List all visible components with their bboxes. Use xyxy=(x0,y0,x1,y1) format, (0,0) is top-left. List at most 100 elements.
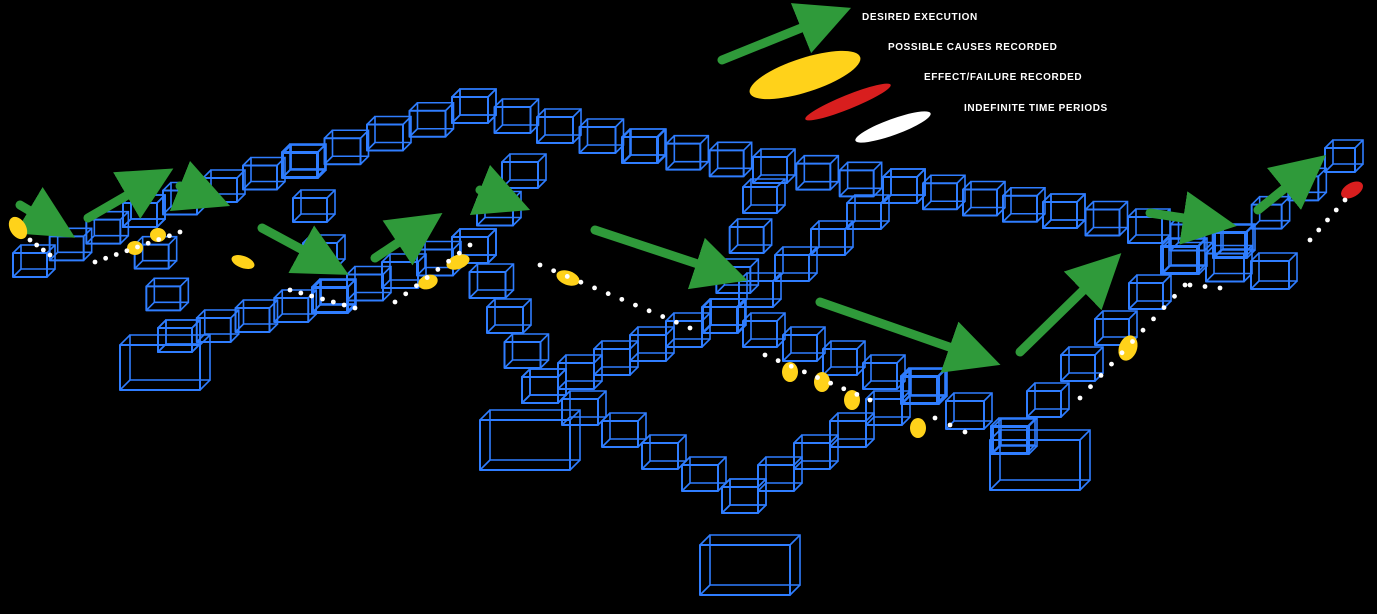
indefinite-time-dot xyxy=(414,283,419,288)
lattice-box xyxy=(666,136,708,170)
execution-paths xyxy=(5,172,1366,438)
lattice-box xyxy=(293,190,335,222)
lattice-box xyxy=(1129,275,1171,309)
lattice-box xyxy=(700,535,800,595)
legend-desired-execution-arrow xyxy=(722,18,826,60)
indefinite-time-dot xyxy=(868,398,873,403)
wireframe-lattice xyxy=(13,89,1363,595)
lattice-box xyxy=(502,154,546,188)
indefinite-time-dot xyxy=(854,392,859,397)
lattice-box xyxy=(863,355,905,389)
lattice-box xyxy=(522,369,566,403)
indefinite-time-dot xyxy=(789,364,794,369)
lattice-box xyxy=(123,195,165,227)
desired-execution-arrow xyxy=(1020,272,1102,352)
indefinite-time-dot xyxy=(1109,362,1114,367)
indefinite-time-dot xyxy=(403,291,408,296)
legend-desired-execution-label: DESIRED EXECUTION xyxy=(862,12,978,23)
lattice-box xyxy=(158,320,200,352)
indefinite-time-dot xyxy=(393,300,398,305)
possible-cause-blob xyxy=(230,252,257,271)
lattice-box xyxy=(630,327,674,361)
lattice-box xyxy=(487,299,531,333)
desired-execution-arrow xyxy=(180,186,205,196)
possible-cause-blob xyxy=(5,214,31,243)
indefinite-time-dot xyxy=(288,288,293,293)
lattice-box xyxy=(1086,202,1128,236)
indefinite-time-dot xyxy=(660,314,665,319)
indefinite-time-dot xyxy=(1343,198,1348,203)
indefinite-time-dot xyxy=(647,308,652,313)
lattice-box xyxy=(722,479,766,513)
lattice-box xyxy=(325,130,369,164)
indefinite-time-dot xyxy=(41,248,46,253)
lattice-box xyxy=(452,89,496,123)
lattice-box xyxy=(743,179,785,213)
lattice-box xyxy=(123,195,165,227)
indefinite-time-dot xyxy=(948,423,953,428)
lattice-box xyxy=(158,320,200,352)
lattice-box xyxy=(722,479,766,513)
lattice-box xyxy=(197,310,239,342)
indefinite-time-dot xyxy=(103,256,108,261)
legend-indefinite-time-swatch xyxy=(853,106,934,148)
lattice-box xyxy=(796,156,838,190)
lattice-box xyxy=(682,457,726,491)
lattice-box xyxy=(794,435,838,469)
lattice-box xyxy=(1003,188,1045,222)
desired-execution-arrow xyxy=(595,230,722,272)
indefinite-time-dot xyxy=(1141,328,1146,333)
indefinite-time-dot xyxy=(28,238,33,243)
lattice-box xyxy=(1061,347,1103,381)
lattice-box xyxy=(522,369,566,403)
indefinite-time-dot xyxy=(1203,284,1208,289)
indefinite-time-dot xyxy=(48,253,53,258)
indefinite-time-dot xyxy=(146,241,151,246)
indefinite-time-dot xyxy=(1316,228,1321,233)
indefinite-time-dot xyxy=(1162,305,1167,310)
indefinite-time-dot xyxy=(606,291,611,296)
lattice-box xyxy=(963,182,1005,216)
indefinite-time-dot xyxy=(688,326,693,331)
lattice-box xyxy=(602,413,646,447)
indefinite-time-dot xyxy=(619,297,624,302)
indefinite-time-dot xyxy=(468,243,473,248)
lattice-box xyxy=(236,300,278,332)
legend: DESIRED EXECUTION POSSIBLE CAUSES RECORD… xyxy=(722,12,1108,148)
lattice-box xyxy=(146,278,188,310)
indefinite-time-dot xyxy=(114,252,119,257)
lattice-box xyxy=(347,267,391,301)
indefinite-time-dot xyxy=(156,237,161,242)
indefinite-time-dot xyxy=(551,268,556,273)
indefinite-time-dot xyxy=(353,306,358,311)
lattice-box xyxy=(923,175,965,209)
indefinite-time-dot xyxy=(1218,286,1223,291)
lattice-box xyxy=(452,89,496,123)
lattice-box xyxy=(710,142,752,176)
lattice-box xyxy=(783,327,825,361)
desired-execution-arrow xyxy=(1150,213,1210,222)
indefinite-time-dot xyxy=(565,274,570,279)
indefinite-time-dot xyxy=(841,386,846,391)
indefinite-time-dot xyxy=(124,248,129,253)
indefinite-time-dot xyxy=(1188,283,1193,288)
indefinite-time-dot xyxy=(1078,396,1083,401)
lattice-box xyxy=(537,109,581,143)
indefinite-time-dot xyxy=(446,259,451,264)
indefinite-time-dot xyxy=(435,267,440,272)
legend-possible-causes-label: POSSIBLE CAUSES RECORDED xyxy=(888,42,1057,53)
lattice-box xyxy=(946,393,992,429)
indefinite-time-dot xyxy=(320,297,325,302)
indefinite-time-dot xyxy=(1099,373,1104,378)
indefinite-time-dot xyxy=(342,303,347,308)
lattice-box xyxy=(830,413,874,447)
indefinite-time-dot xyxy=(1130,339,1135,344)
lattice-box xyxy=(730,219,772,253)
indefinite-time-dot xyxy=(776,358,781,363)
indefinite-time-dot xyxy=(674,320,679,325)
indefinite-time-dot xyxy=(34,243,39,248)
indefinite-time-dot xyxy=(1183,283,1188,288)
lattice-box xyxy=(743,313,785,347)
lattice-box xyxy=(758,457,802,491)
